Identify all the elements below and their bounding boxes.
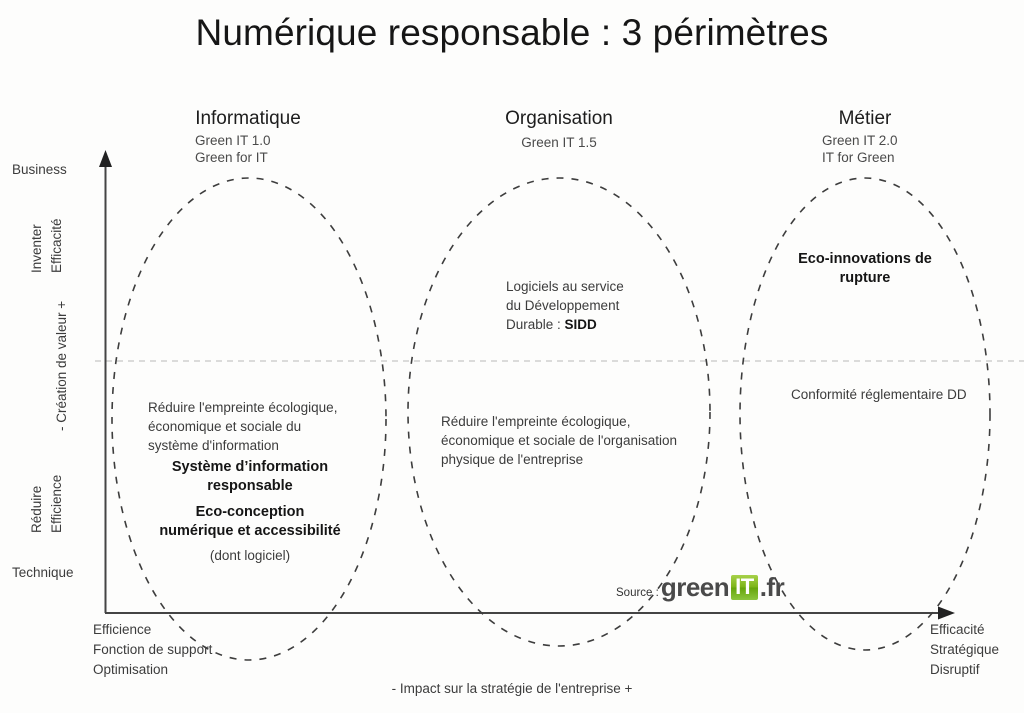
- y-axis-bottom-label: Technique: [12, 565, 74, 580]
- column-sub-metier-1: Green IT 2.0: [822, 133, 898, 148]
- ellipse1-para-line1: Réduire l'empreinte écologique,: [148, 400, 338, 415]
- logo-fr-text: .fr: [759, 572, 785, 602]
- x-axis-right-line1: Efficacité: [930, 622, 985, 637]
- ellipse1-bold2-line1: Eco-conception: [195, 504, 305, 520]
- column-sub-metier-2: IT for Green: [822, 150, 895, 165]
- ellipse3-bold-block: Eco-innovations de rupture: [760, 250, 970, 288]
- ellipse1-paragraph: Réduire l'empreinte écologique, économiq…: [148, 398, 378, 455]
- ellipse3-bold-line2: rupture: [839, 270, 891, 286]
- source-label: Source :: [616, 587, 659, 599]
- ellipse2-top-line3-prefix: Durable :: [506, 317, 565, 332]
- ellipse1-bold1-line1: Système d’information: [171, 459, 329, 475]
- page-title: Numérique responsable : 3 périmètres: [195, 12, 829, 53]
- x-axis-left-line2: Fonction de support: [93, 642, 213, 657]
- ellipse1-bold-ecoconception: Eco-conception numérique et accessibilit…: [135, 503, 365, 541]
- ellipse1-para-line2: économique et sociale du: [148, 419, 302, 434]
- column-sub-informatique-2: Green for IT: [195, 150, 268, 165]
- ellipse1-bold-si: Système d’information responsable: [135, 458, 365, 496]
- ellipse2-para-line2: économique et sociale de l'organisation: [441, 433, 677, 448]
- column-heading-metier: Métier: [838, 108, 892, 129]
- x-axis-right-line2: Stratégique: [930, 642, 1000, 657]
- y-axis-lower-label-efficience: Efficience: [49, 474, 64, 533]
- ellipse2-paragraph: Réduire l'empreinte écologique, économiq…: [441, 412, 741, 469]
- x-axis-arrow: [938, 606, 955, 620]
- ellipse2-para-line1: Réduire l'empreinte écologique,: [441, 414, 631, 429]
- column-sub-organisation-1: Green IT 1.5: [521, 135, 597, 150]
- ellipse3-paragraph: Conformité réglementaire DD: [791, 387, 967, 402]
- ellipse1-note: (dont logiciel): [209, 548, 291, 563]
- column-heading-organisation: Organisation: [505, 108, 613, 129]
- ellipse2-top-line2: du Développement: [506, 298, 620, 313]
- ellipse1-para-line3: système d'information: [148, 438, 279, 453]
- x-axis-left-labels: Efficience Fonction de support Optimisat…: [93, 620, 212, 680]
- ellipse1-bold2-line2: numérique et accessibilité: [159, 523, 341, 539]
- ellipse2-top-block: Logiciels au service du Développement Du…: [506, 277, 756, 334]
- column-heading-informatique: Informatique: [195, 108, 301, 129]
- y-axis-top-label: Business: [12, 162, 67, 177]
- ellipse2-para-line3: physique de l'entreprise: [441, 452, 584, 467]
- logo-it-badge: IT: [731, 574, 758, 600]
- x-axis-right-labels: Efficacité Stratégique Disruptif: [930, 620, 999, 680]
- logo-green-text: green: [660, 572, 730, 602]
- ellipse2-top-line3: Durable : SIDD: [506, 315, 756, 334]
- x-axis-left-line3: Optimisation: [93, 662, 169, 677]
- x-axis-left-line1: Efficience: [93, 622, 152, 637]
- ellipse1-bold1-line2: responsable: [207, 478, 293, 494]
- y-axis-lower-label-reduire: Réduire: [29, 485, 44, 533]
- x-axis-right-line3: Disruptif: [930, 662, 980, 677]
- ellipse2-top-line1: Logiciels au service: [506, 279, 624, 294]
- x-axis-caption: - Impact sur la stratégie de l'entrepris…: [391, 681, 633, 696]
- y-axis-upper-label-inventer: Inventer: [29, 224, 44, 273]
- y-axis-arrow: [99, 150, 112, 167]
- y-axis-upper-label-efficacite: Efficacité: [49, 218, 64, 273]
- ellipse2-top-line3-bold: SIDD: [564, 317, 597, 332]
- column-sub-informatique-1: Green IT 1.0: [195, 133, 271, 148]
- y-axis-title: - Création de valeur +: [54, 300, 69, 431]
- ellipse3-bold-line1: Eco-innovations de: [798, 251, 932, 267]
